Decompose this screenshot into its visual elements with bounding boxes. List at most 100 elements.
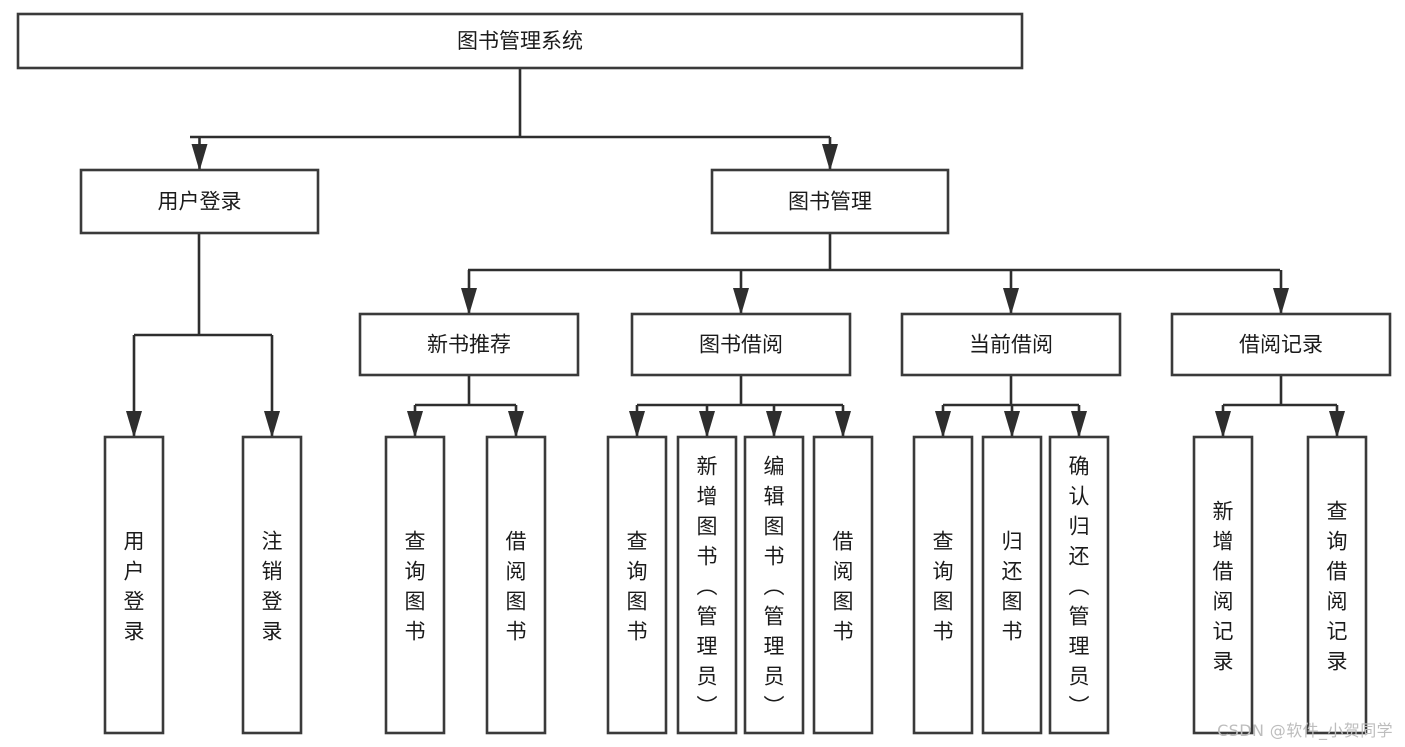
node-leaf-nb-borrow[interactable]: 借阅图书 <box>485 435 547 735</box>
node-leaf-cu-confirm[interactable]: 确认归还︵管理员︶ <box>1048 435 1110 735</box>
node-leaf-nb-query[interactable]: 查询图书 <box>384 435 446 735</box>
connector-bookmgmt-to-current <box>1003 270 1019 315</box>
node-box[interactable] <box>1048 435 1110 735</box>
connector-bookmgmt-to-records <box>1273 270 1289 315</box>
node-label: 编辑图书︵管理员︶ <box>764 454 785 718</box>
arrow-head-icon <box>733 288 749 315</box>
connector-root-to-bookmgmt <box>822 137 838 171</box>
connector-records-to-leaf-rc-query <box>1329 405 1345 438</box>
node-login[interactable]: 用户登录 <box>79 168 320 235</box>
node-label: 用户登录 <box>158 190 242 214</box>
node-label: 查询图书 <box>627 529 648 643</box>
node-box[interactable] <box>981 435 1043 735</box>
node-box[interactable] <box>79 168 320 235</box>
connector-borrow-to-leaf-bo-borrow <box>835 405 851 438</box>
arrow-head-icon <box>1215 411 1231 438</box>
arrow-head-icon <box>699 411 715 438</box>
node-box[interactable] <box>743 435 805 735</box>
node-box[interactable] <box>16 12 1024 70</box>
node-box[interactable] <box>1170 312 1392 377</box>
node-box[interactable] <box>912 435 974 735</box>
node-box[interactable] <box>485 435 547 735</box>
arrow-head-icon <box>629 411 645 438</box>
connector-records-to-leaf-rc-add <box>1215 405 1231 438</box>
node-borrow[interactable]: 图书借阅 <box>630 312 852 377</box>
node-leaf-rc-query[interactable]: 查询借阅记录 <box>1306 435 1368 735</box>
node-label: 图书借阅 <box>699 333 783 357</box>
connector-bookmgmt-to-newbook <box>461 270 477 315</box>
node-box[interactable] <box>1306 435 1368 735</box>
connector-current-to-leaf-cu-return <box>1004 405 1020 438</box>
bus-newbook <box>415 375 516 407</box>
node-label: 确认归还︵管理员︶ <box>1069 454 1090 718</box>
arrow-head-icon <box>1329 411 1345 438</box>
node-box[interactable] <box>676 435 738 735</box>
connector-login-to-leaf-user-login <box>126 335 142 438</box>
node-box[interactable] <box>812 435 874 735</box>
node-root[interactable]: 图书管理系统 <box>16 12 1024 70</box>
node-leaf-rc-add[interactable]: 新增借阅记录 <box>1192 435 1254 735</box>
csdn-watermark: CSDN @软件_小贺同学 <box>1217 721 1393 740</box>
node-box[interactable] <box>358 312 580 377</box>
node-box[interactable] <box>630 312 852 377</box>
bus-login <box>134 233 272 337</box>
arrow-head-icon <box>1273 288 1289 315</box>
node-label: 归还图书 <box>1002 529 1023 643</box>
connector-newbook-to-leaf-nb-query <box>407 405 423 438</box>
connector-borrow-to-leaf-bo-add <box>699 405 715 438</box>
arrow-head-icon <box>461 288 477 315</box>
node-box[interactable] <box>900 312 1122 377</box>
node-box[interactable] <box>103 435 165 735</box>
connector-current-to-leaf-cu-confirm <box>1071 405 1087 438</box>
arrow-head-icon <box>126 411 142 438</box>
node-box[interactable] <box>384 435 446 735</box>
node-label: 图书管理系统 <box>457 29 583 53</box>
node-bookmgmt[interactable]: 图书管理 <box>710 168 950 235</box>
connector-newbook-to-leaf-nb-borrow <box>508 405 524 438</box>
nodes-layer: 图书管理系统用户登录图书管理新书推荐图书借阅当前借阅借阅记录用户登录注销登录查询… <box>16 12 1392 735</box>
connector-root-to-login <box>191 137 208 171</box>
bus-bookmgmt <box>468 233 1280 272</box>
node-leaf-user-logout[interactable]: 注销登录 <box>241 435 303 735</box>
arrow-head-icon <box>822 144 838 171</box>
arrow-head-icon <box>508 411 524 438</box>
node-leaf-bo-borrow[interactable]: 借阅图书 <box>812 435 874 735</box>
node-records[interactable]: 借阅记录 <box>1170 312 1392 377</box>
arrow-head-icon <box>264 411 280 438</box>
node-leaf-cu-return[interactable]: 归还图书 <box>981 435 1043 735</box>
node-label: 新增图书︵管理员︶ <box>697 454 718 718</box>
arrow-head-icon <box>407 411 423 438</box>
node-leaf-bo-edit[interactable]: 编辑图书︵管理员︶ <box>743 435 805 735</box>
node-current[interactable]: 当前借阅 <box>900 312 1122 377</box>
bus-records <box>1223 375 1337 407</box>
connector-borrow-to-leaf-bo-edit <box>766 405 782 438</box>
arrow-head-icon <box>1071 411 1087 438</box>
bus-borrow <box>637 375 843 407</box>
node-leaf-cu-query[interactable]: 查询图书 <box>912 435 974 735</box>
node-leaf-bo-add[interactable]: 新增图书︵管理员︶ <box>676 435 738 735</box>
node-label: 查询图书 <box>405 529 426 643</box>
node-box[interactable] <box>606 435 668 735</box>
node-label: 新增借阅记录 <box>1213 499 1234 673</box>
connector-bookmgmt-to-borrow <box>733 270 749 315</box>
node-label: 用户登录 <box>124 529 145 643</box>
connector-login-to-leaf-user-logout <box>264 335 280 438</box>
node-leaf-user-login[interactable]: 用户登录 <box>103 435 165 735</box>
node-box[interactable] <box>241 435 303 735</box>
node-label: 借阅图书 <box>833 529 854 643</box>
node-box[interactable] <box>710 168 950 235</box>
arrow-head-icon <box>935 411 951 438</box>
connector-current-to-leaf-cu-query <box>935 405 951 438</box>
arrow-head-icon <box>766 411 782 438</box>
node-label: 借阅图书 <box>506 529 527 643</box>
bus-root <box>190 68 830 139</box>
node-label: 图书管理 <box>788 190 872 214</box>
node-box[interactable] <box>1192 435 1254 735</box>
node-newbook[interactable]: 新书推荐 <box>358 312 580 377</box>
node-label: 注销登录 <box>262 529 283 643</box>
node-label: 查询借阅记录 <box>1327 499 1348 673</box>
connector-borrow-to-leaf-bo-query <box>629 405 645 438</box>
arrow-head-icon <box>191 144 208 171</box>
node-leaf-bo-query[interactable]: 查询图书 <box>606 435 668 735</box>
